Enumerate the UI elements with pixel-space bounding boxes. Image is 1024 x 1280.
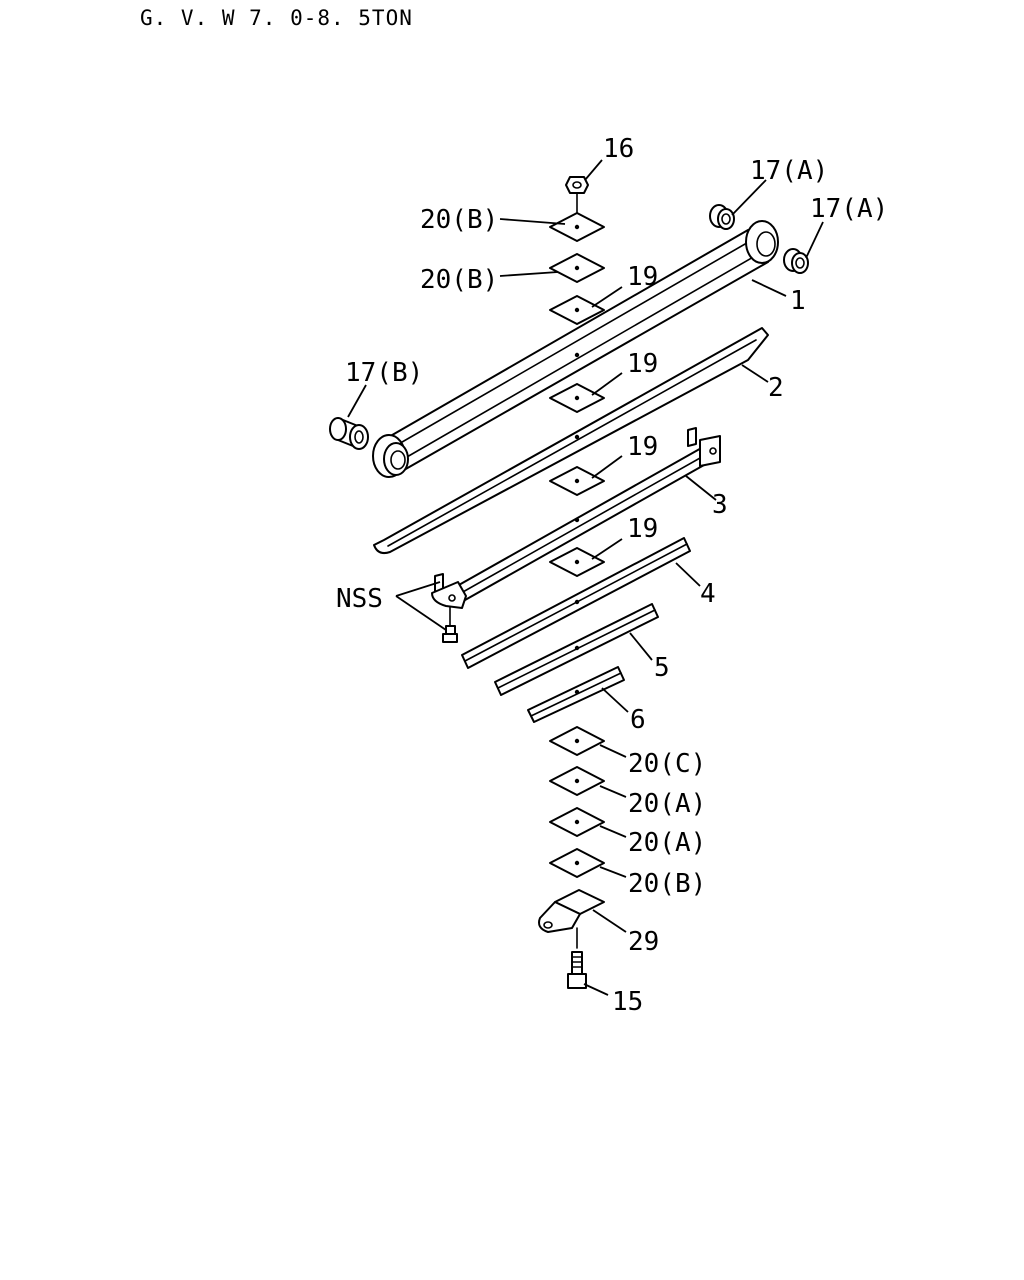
part-17a-bushing-2[interactable] [783,248,809,274]
callout-16: 16 [603,134,634,164]
leader-20a-1 [599,785,627,798]
callout-1: 1 [790,286,806,316]
leader-3 [685,475,717,501]
callout-2: 2 [768,373,784,403]
leaf-center-hole [574,645,580,651]
leader-20a-2 [599,825,627,838]
leader-nss-1 [395,581,441,597]
part-17b-bushing[interactable] [329,417,369,450]
leader-20c [599,744,627,758]
callout-17b: 17(B) [345,358,423,388]
part-3-third-leaf[interactable] [431,427,721,609]
callout-5: 5 [654,653,670,683]
leaf-center-hole [574,517,580,523]
leaf-center-hole [574,689,580,695]
leader-15 [583,983,609,996]
callout-20c: 20(C) [628,749,706,779]
pad-hole [574,559,580,565]
plate-hole [574,778,580,784]
plate-hole [574,819,580,825]
callout-20b-2: 20(B) [420,265,498,295]
nss-small-bolt[interactable] [442,606,458,643]
leader-17a-1 [731,179,767,216]
part-6-leaf[interactable] [527,666,625,723]
leader-nss-2 [395,595,447,631]
leader-4 [675,562,701,587]
leader-29 [592,909,627,933]
diagram-title: G. V. W 7. 0-8. 5TON [140,6,413,30]
leader-20b-1 [499,218,566,225]
pad-hole [574,395,580,401]
plate-hole [574,860,580,866]
pad-hole [574,307,580,313]
part-16-nut[interactable] [565,176,589,194]
leader-19-2 [591,372,623,396]
callout-4: 4 [700,579,716,609]
callout-17a-1: 17(A) [750,156,828,186]
leader-2 [741,364,769,383]
callout-19-3: 19 [627,432,658,462]
part-17a-bushing-1[interactable] [709,204,735,230]
callout-3: 3 [712,490,728,520]
callout-17a-2: 17(A) [810,194,888,224]
leader-17a-2 [805,221,824,259]
part-1-main-leaf[interactable] [372,220,779,478]
callout-19-1: 19 [627,262,658,292]
callout-29: 29 [628,927,659,957]
callout-6: 6 [630,705,646,735]
leader-1 [751,279,787,297]
leaf-center-hole [574,434,580,440]
callout-20b-1: 20(B) [420,205,498,235]
callout-19-4: 19 [627,514,658,544]
plate-hole [574,224,580,230]
plate-hole [574,738,580,744]
plate-hole [574,265,580,271]
leader-20b-2 [499,271,559,277]
leaf-center-hole [574,599,580,605]
leader-6 [601,687,629,713]
leader-19-1 [591,286,623,308]
callout-20a-1: 20(A) [628,789,706,819]
leader-19-3 [591,455,623,479]
callout-20b-3: 20(B) [628,869,706,899]
part-29-bracket[interactable] [538,889,605,933]
leader-17b [347,384,367,418]
callout-19-2: 19 [627,349,658,379]
part-2-second-leaf[interactable] [373,327,769,555]
pad-hole [574,478,580,484]
callout-20a-2: 20(A) [628,828,706,858]
part-15-bolt[interactable] [567,951,587,989]
leader-20b-3 [599,866,627,878]
leaf-center-hole [574,352,580,358]
leader-19-4 [591,538,623,560]
callout-nss: NSS [336,584,383,614]
leader-5 [629,632,653,661]
leader-16 [584,159,603,181]
callout-15: 15 [612,987,643,1017]
